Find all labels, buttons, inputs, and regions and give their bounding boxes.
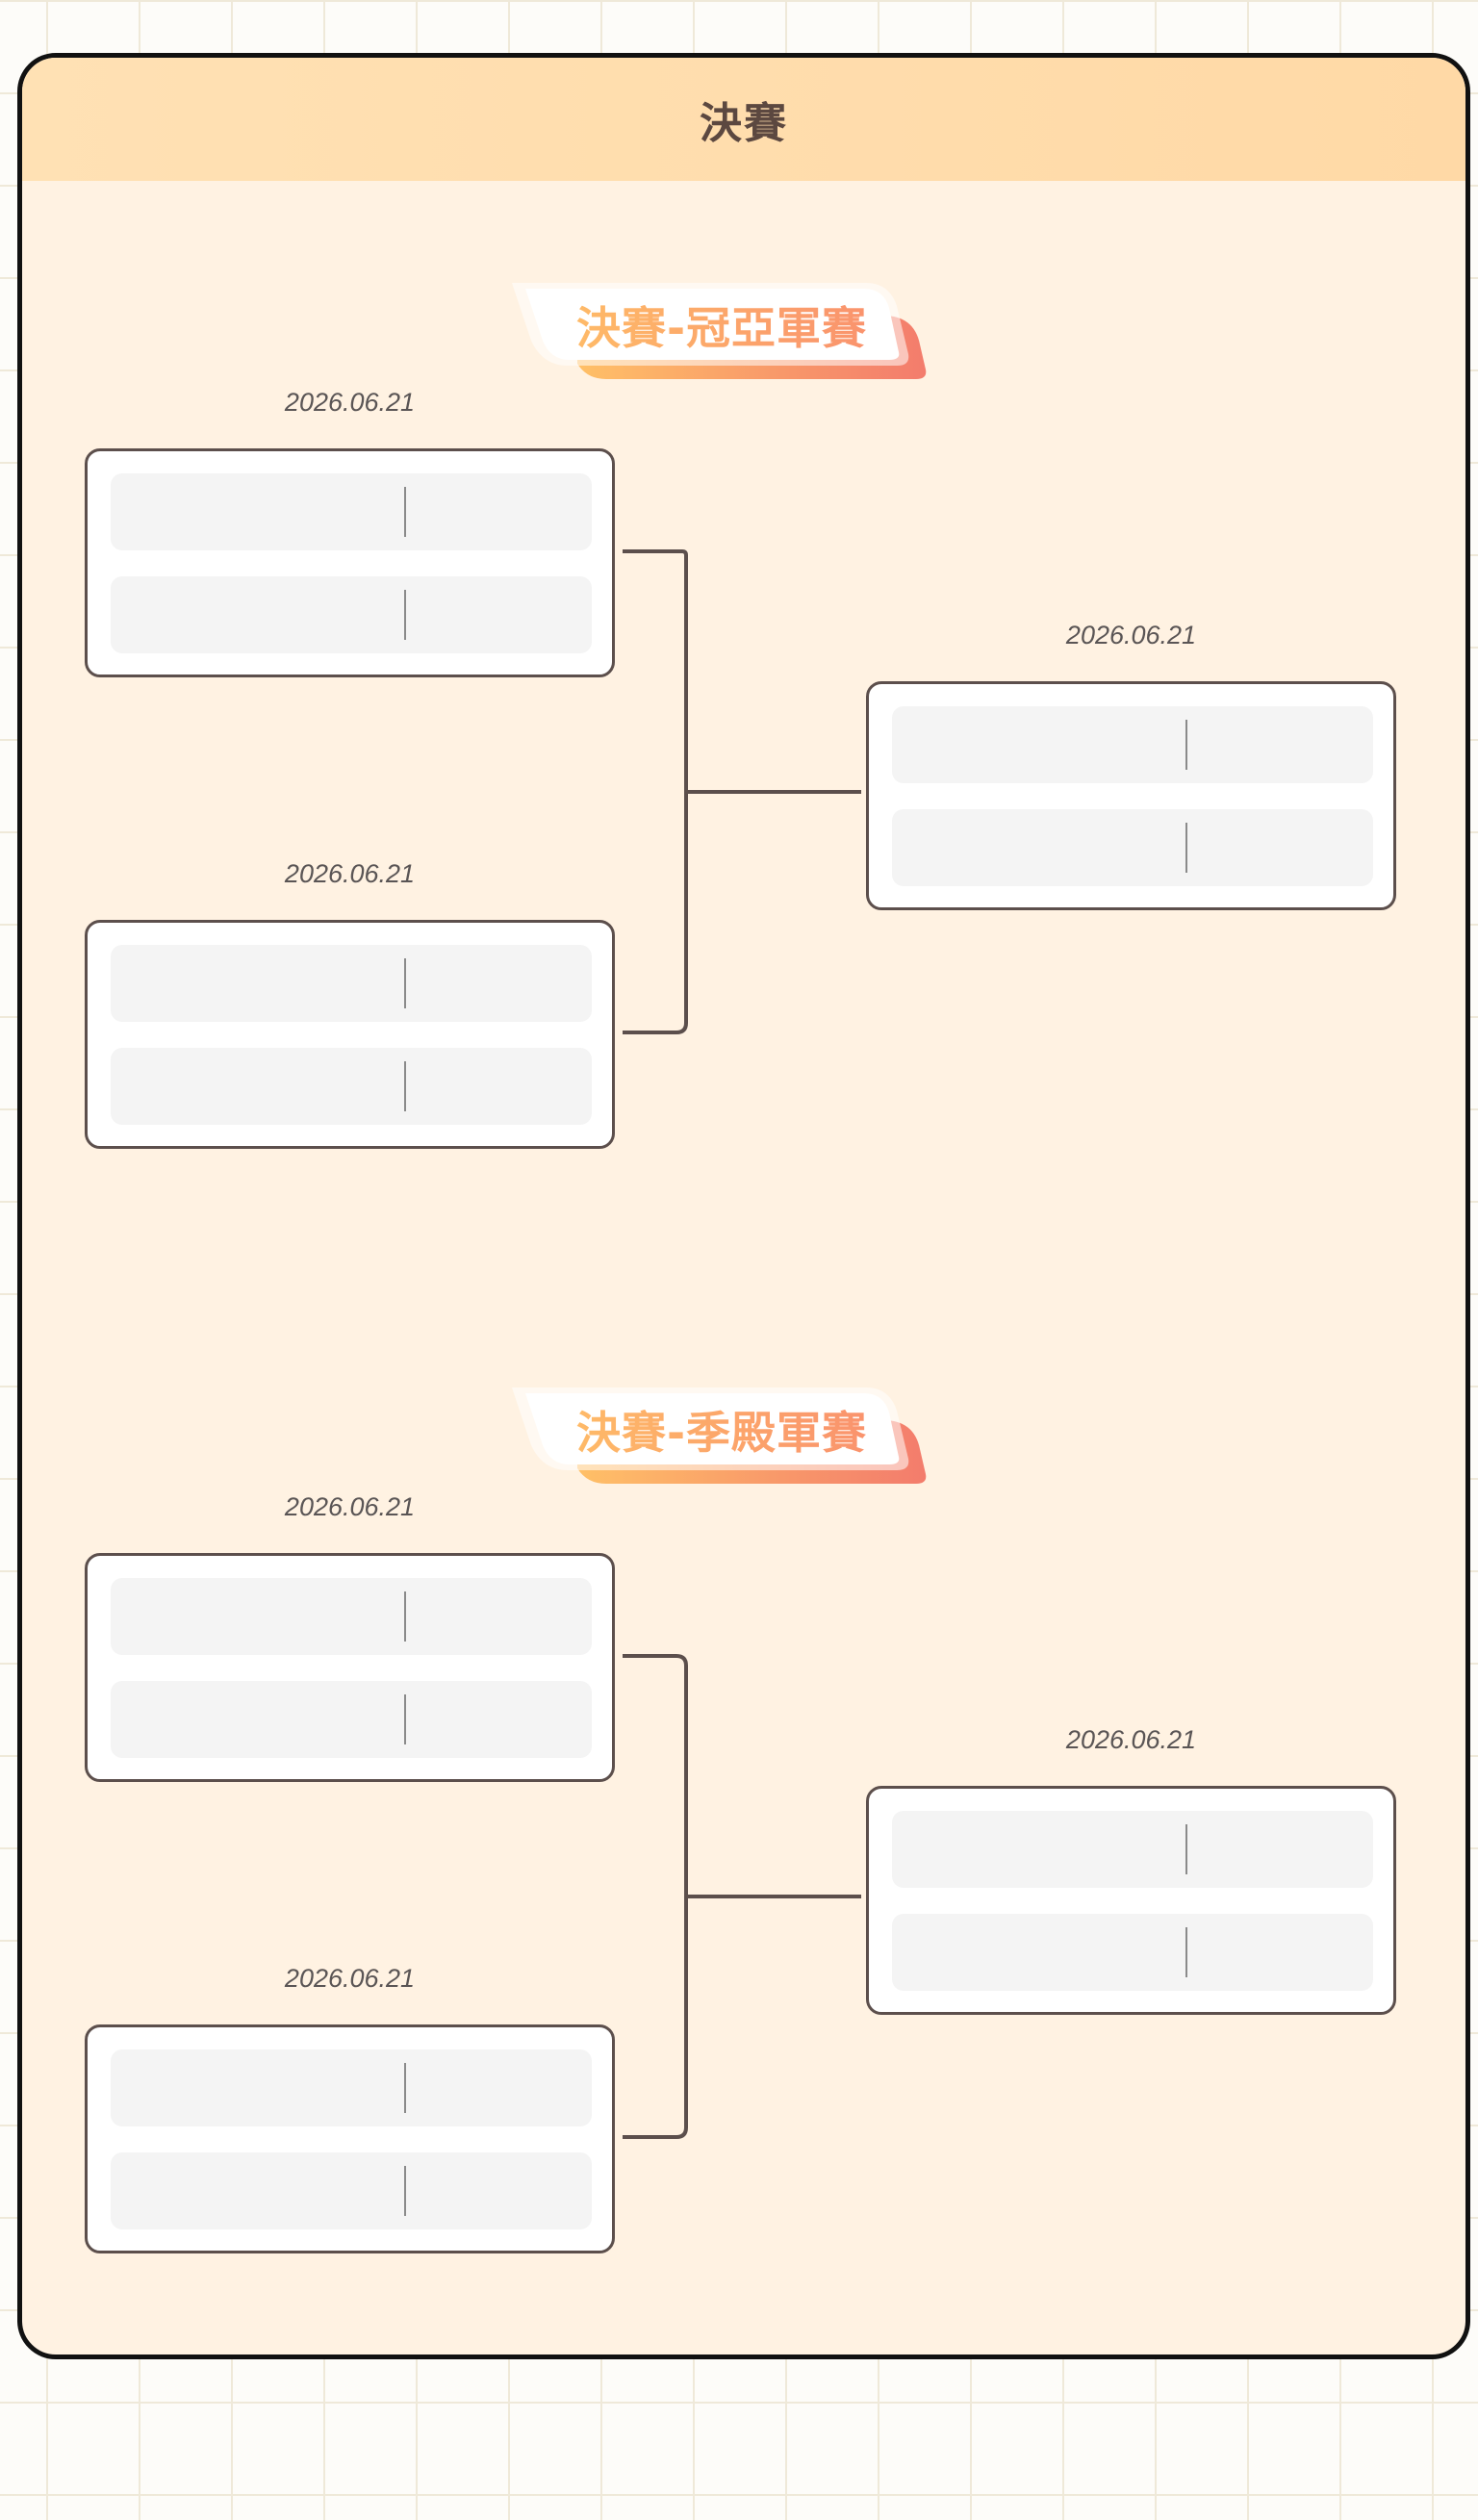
team-slot[interactable] [111,1578,592,1655]
team-slot[interactable] [111,473,592,550]
slot-divider [404,1061,406,1111]
connector-line-upper [623,549,688,1034]
team-score [1187,706,1373,783]
match-card[interactable] [85,2024,615,2253]
match-card[interactable] [85,1553,615,1782]
match-date: 2026.06.21 [284,859,416,888]
match-date: 2026.06.21 [284,1492,416,1521]
team-score [406,576,592,653]
section-third-place: 決賽-季殿軍賽 2026.06.21 2026.0 [22,1382,1465,2344]
match-date: 2026.06.21 [284,1964,416,1993]
team-score [406,1681,592,1758]
team-slot[interactable] [892,706,1373,783]
team-score [406,473,592,550]
slot-divider [404,1591,406,1642]
team-name [892,1811,1185,1888]
panel-header: 決賽 [22,58,1465,181]
team-score [406,1578,592,1655]
team-score [406,2152,592,2229]
team-slot[interactable] [111,1048,592,1125]
banner-ribbon-shape [512,283,927,379]
team-name [111,1048,404,1125]
team-name [111,1578,404,1655]
slot-divider [1185,720,1187,770]
team-name [111,945,404,1022]
team-score [1187,809,1373,886]
match-card[interactable] [866,1786,1396,2015]
team-score [1187,1811,1373,1888]
match-card[interactable] [85,920,615,1149]
section-title: 決賽-季殿軍賽 [529,1391,914,1468]
team-slot[interactable] [111,2152,592,2229]
match-date: 2026.06.21 [284,388,416,417]
team-slot[interactable] [111,1681,592,1758]
team-slot[interactable] [892,1811,1373,1888]
finals-panel: 決賽 決賽-冠亞軍賽 2026.06.21 [17,53,1470,2359]
match-date: 2026.06.21 [1065,1725,1197,1754]
match-card[interactable] [85,448,615,677]
slot-divider [404,590,406,640]
team-score [406,2049,592,2126]
team-slot[interactable] [111,2049,592,2126]
team-name [892,1914,1185,1991]
team-name [892,809,1185,886]
match-date: 2026.06.21 [1065,621,1197,649]
slot-divider [404,2063,406,2113]
section-title: 決賽-冠亞軍賽 [529,287,914,364]
page-title: 決賽 [700,99,788,148]
slot-divider [1185,823,1187,873]
team-slot[interactable] [892,1914,1373,1991]
team-name [111,2049,404,2126]
team-score [1187,1914,1373,1991]
team-score [406,945,592,1022]
slot-divider [1185,1824,1187,1874]
team-slot[interactable] [111,576,592,653]
section-championship: 決賽-冠亞軍賽 2026.06.21 [22,277,1465,1239]
slot-divider [404,1694,406,1744]
team-name [892,706,1185,783]
slot-divider [1185,1927,1187,1977]
banner-ribbon-shape [512,1387,927,1484]
team-slot[interactable] [111,945,592,1022]
match-card[interactable] [866,681,1396,910]
section-banner: 決賽-季殿軍賽 [500,1382,941,1488]
slot-divider [404,2166,406,2216]
connector-line-upper [623,1654,688,2139]
team-name [111,576,404,653]
team-name [111,2152,404,2229]
team-score [406,1048,592,1125]
team-slot[interactable] [892,809,1373,886]
section-banner: 決賽-冠亞軍賽 [500,277,941,383]
slot-divider [404,958,406,1008]
slot-divider [404,487,406,537]
team-name [111,473,404,550]
team-name [111,1681,404,1758]
connector-line-lower [623,551,686,1032]
